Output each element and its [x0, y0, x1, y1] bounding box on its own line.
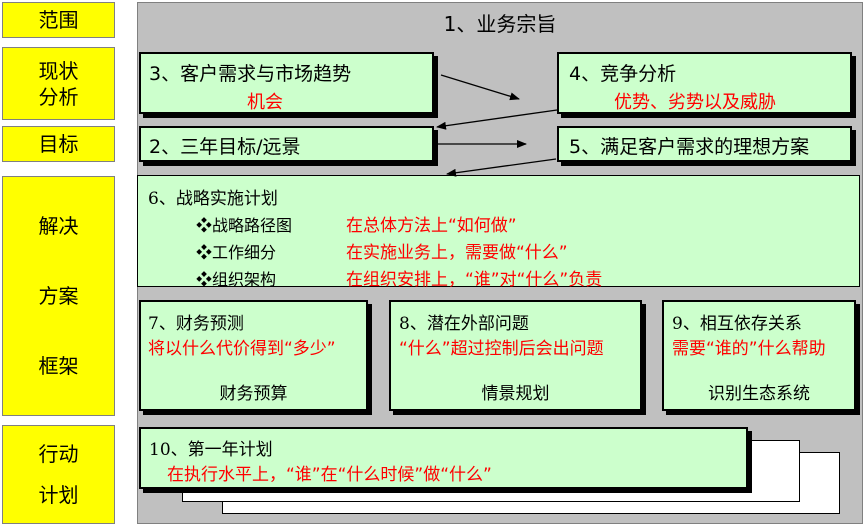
label-solution-line1: 解决: [38, 214, 79, 238]
label-status-line1: 现状: [38, 58, 79, 83]
arrow-needs-to-competition: [440, 74, 520, 101]
box-first-year-title: 10、第一年计划: [149, 440, 273, 460]
box-competition-sub: 优势、劣势以及威胁: [614, 92, 776, 113]
label-goals: 目标: [2, 126, 115, 162]
arrow-competition-to-goals: [436, 109, 558, 130]
label-solution-line3: 框架: [38, 354, 79, 378]
label-scope-text: 范围: [38, 8, 79, 32]
strategy-item-key: ❖战略路径图: [196, 216, 293, 235]
box-financial-title: 7、财务预测: [148, 314, 244, 334]
label-status-analysis: 现状 分析: [2, 47, 115, 120]
label-solution-line2: 方案: [38, 284, 79, 308]
box-financial-foot: 财务预算: [219, 384, 288, 404]
box-external-title: 8、潜在外部问题: [399, 314, 529, 334]
strategy-item-value: 在总体方法上“如何做”: [346, 216, 517, 236]
box-external-foot: 情景规划: [481, 384, 550, 404]
box-external-problems: 8、潜在外部问题 “什么”超过控制后会出问题 情景规划: [389, 300, 642, 411]
label-status-line2: 分析: [38, 84, 79, 109]
label-action-line2: 计划: [38, 482, 79, 507]
box-three-year-goals-title: 2、三年目标/远景: [149, 136, 301, 158]
label-solution-framework: 解决 方案 框架: [2, 176, 115, 416]
business-mission-title: 1、业务宗旨: [443, 12, 557, 36]
box-ideal-solution: 5、满足客户需求的理想方案: [557, 126, 852, 162]
strategy-item-value: 在组织安排上，“谁”对“什么”负责: [346, 270, 603, 290]
box-strategy-title: 6、战略实施计划: [148, 189, 278, 209]
box-competition-title: 4、竞争分析: [569, 63, 677, 85]
label-action-line1: 行动: [38, 442, 79, 467]
box-first-year-plan: 10、第一年计划 在执行水平上，“谁”在“什么时候”做“什么”: [139, 427, 748, 489]
box-financial-forecast: 7、财务预测 将以什么代价得到“多少” 财务预算: [139, 300, 368, 411]
box-customer-needs-title: 3、客户需求与市场趋势: [149, 63, 352, 85]
label-goals-text: 目标: [38, 132, 79, 156]
box-three-year-goals: 2、三年目标/远景: [139, 126, 434, 162]
strategy-item: ❖组织架构 在组织安排上，“谁”对“什么”负责: [196, 265, 859, 290]
box-strategy-plan: 6、战略实施计划 ❖战略路径图 在总体方法上“如何做” ❖工作细分 在实施业务上，需…: [137, 175, 860, 290]
label-action-plan: 行动 计划: [2, 425, 115, 524]
box-competition-analysis: 4、竞争分析 优势、劣势以及威胁: [557, 52, 852, 114]
box-interdependence-sub: 需要“谁的”什么帮助: [672, 339, 826, 359]
box-interdependence-title: 9、相互依存关系: [672, 314, 802, 334]
label-scope: 范围: [2, 2, 115, 38]
box-customer-needs-sub: 机会: [247, 92, 283, 113]
box-external-sub: “什么”超过控制后会出问题: [399, 339, 604, 359]
box-first-year-sub: 在执行水平上，“谁”在“什么时候”做“什么”: [167, 465, 492, 485]
box-interdependence: 9、相互依存关系 需要“谁的”什么帮助 识别生态系统: [662, 300, 856, 411]
strategy-item-value: 在实施业务上，需要做“什么”: [346, 243, 568, 263]
strategy-item-key: ❖工作细分: [196, 243, 277, 262]
box-financial-sub: 将以什么代价得到“多少”: [148, 339, 336, 359]
strategy-item-key: ❖组织架构: [196, 270, 277, 289]
arrow-ideal-to-strategy: [446, 158, 557, 177]
box-ideal-solution-title: 5、满足客户需求的理想方案: [569, 136, 810, 158]
strategy-item: ❖工作细分 在实施业务上，需要做“什么”: [196, 238, 859, 263]
box-customer-needs: 3、客户需求与市场趋势 机会: [139, 52, 434, 114]
box-interdependence-foot: 识别生态系统: [708, 384, 810, 404]
strategy-item: ❖战略路径图 在总体方法上“如何做”: [196, 211, 859, 236]
